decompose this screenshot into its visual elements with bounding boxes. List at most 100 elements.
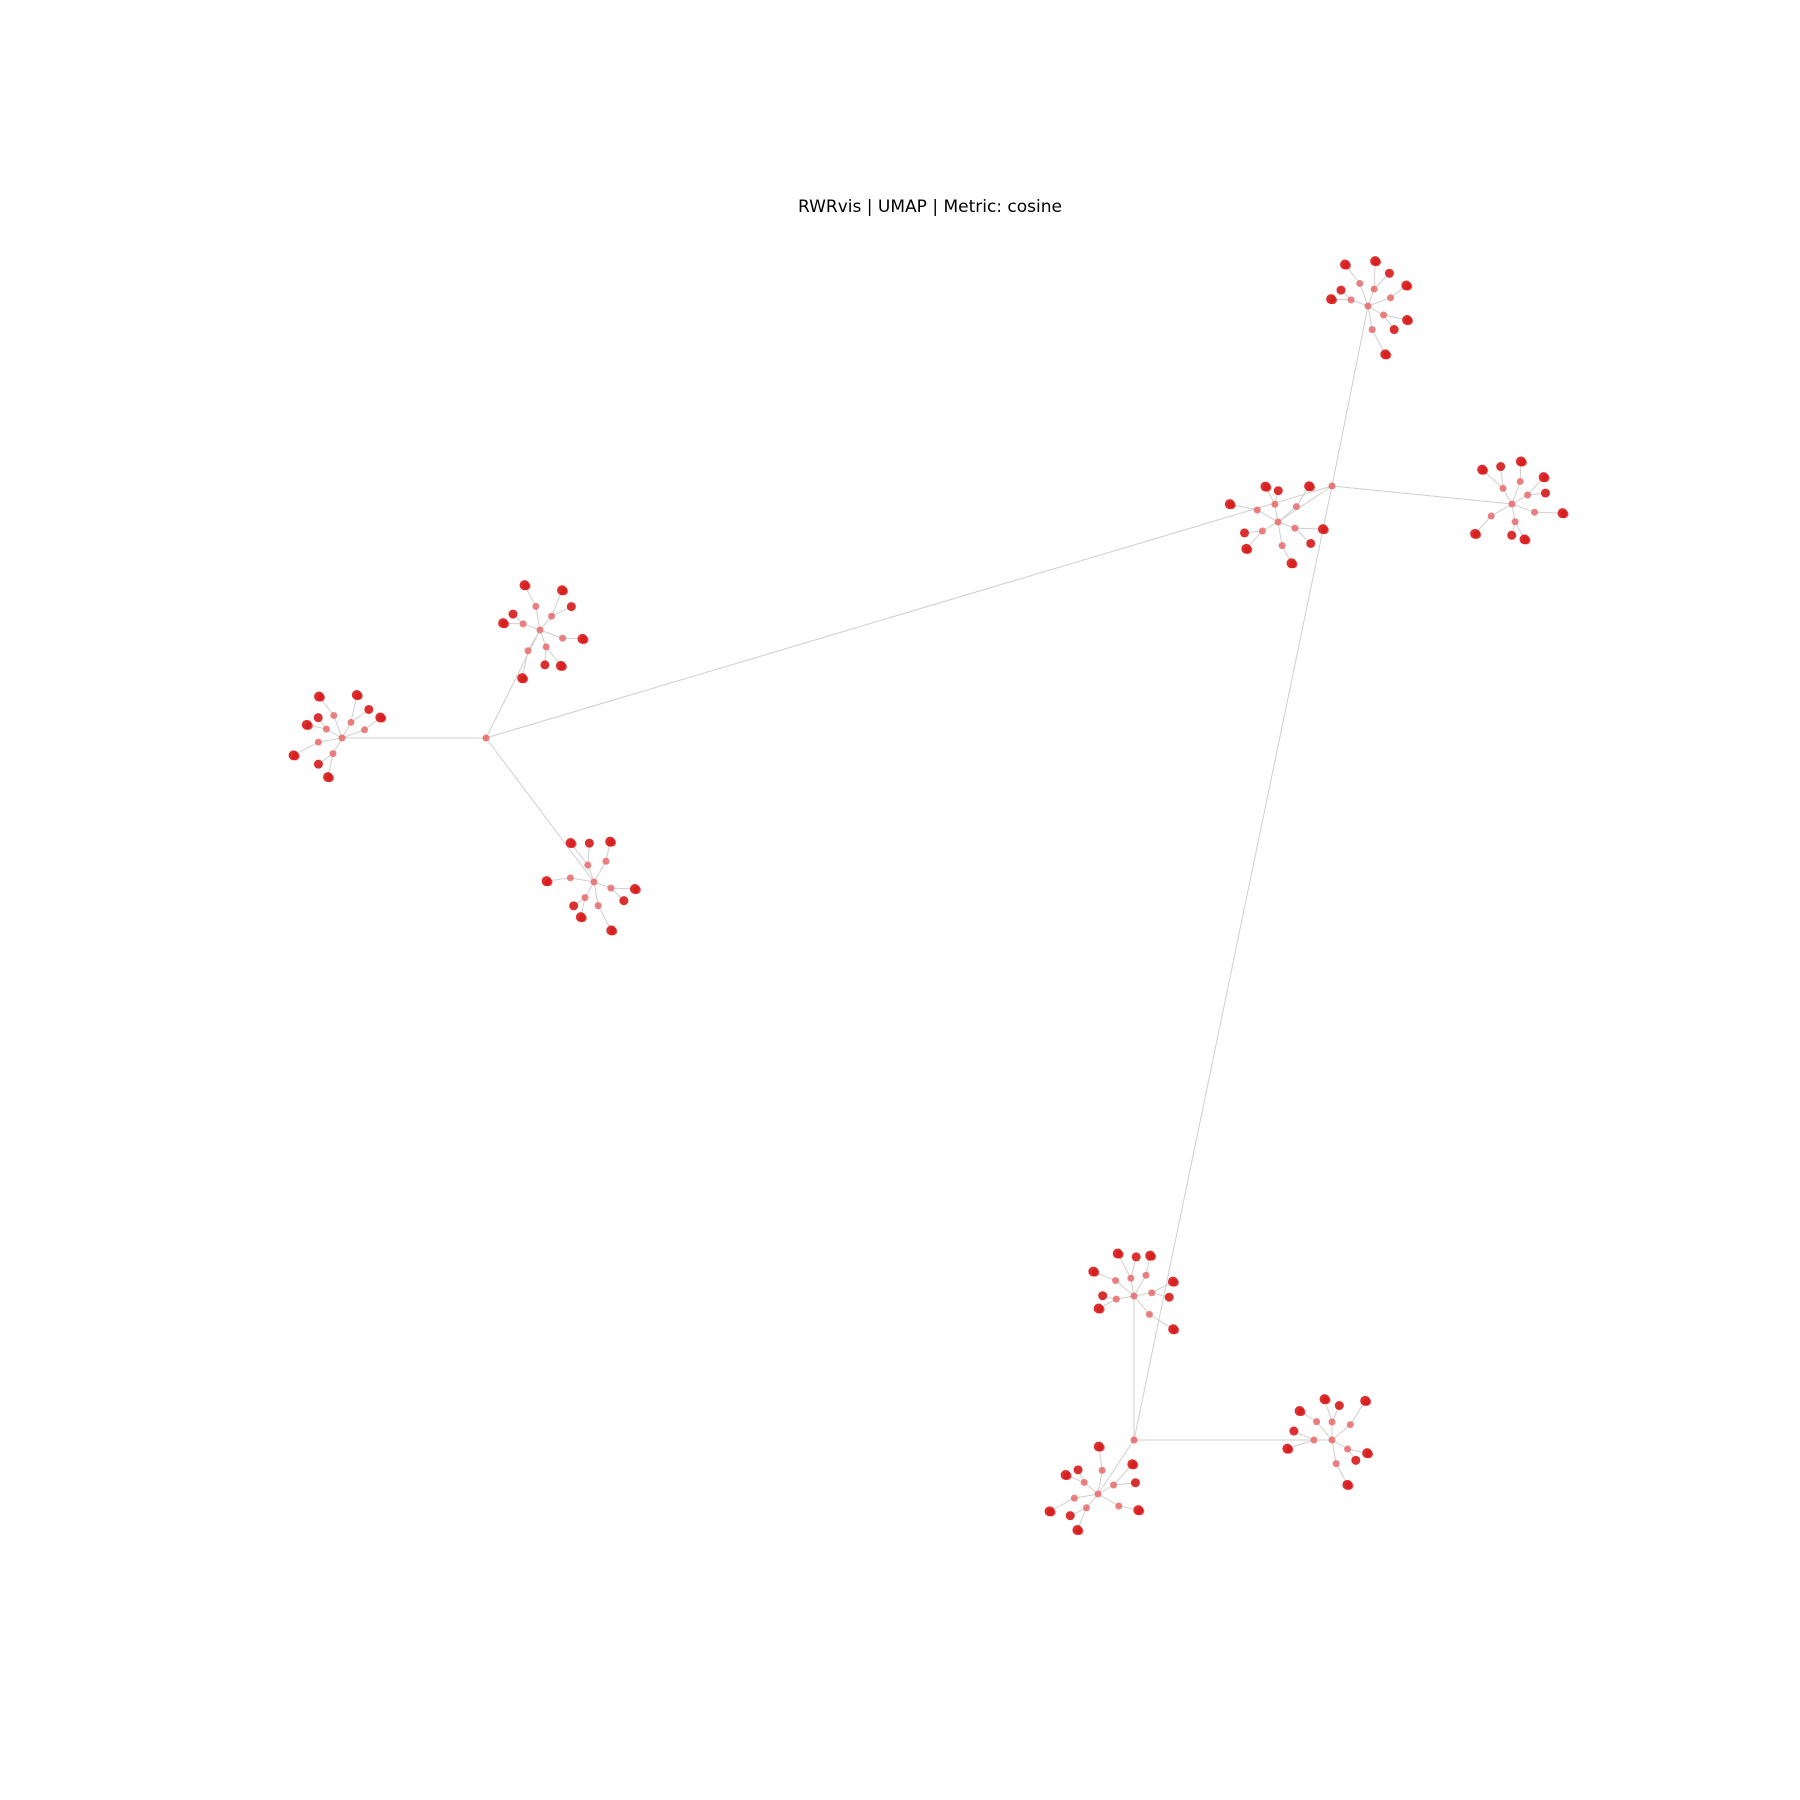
leaf-node bbox=[304, 721, 313, 730]
sub-hub-node bbox=[602, 857, 610, 865]
leaf-node bbox=[1273, 486, 1283, 496]
sub-hub-node bbox=[1499, 484, 1507, 492]
leaf-node bbox=[1297, 1408, 1306, 1417]
cluster-center-node bbox=[1364, 302, 1372, 310]
leaf-node bbox=[354, 692, 363, 701]
leaf-node bbox=[1285, 1445, 1294, 1454]
leaf-node bbox=[1164, 1292, 1174, 1302]
leaf-node bbox=[1096, 1443, 1105, 1452]
cluster-center-node bbox=[1094, 1490, 1102, 1498]
sub-hub-node bbox=[581, 894, 589, 902]
leaf-node bbox=[1518, 458, 1527, 467]
sub-hub-node bbox=[1387, 294, 1395, 302]
leaf-node bbox=[540, 660, 550, 670]
leaf-node bbox=[1480, 466, 1489, 475]
root-edge bbox=[485, 485, 1333, 739]
branch-edge bbox=[1074, 1493, 1099, 1499]
sub-hub-node bbox=[1524, 491, 1532, 499]
sub-hub-node bbox=[1328, 1418, 1336, 1426]
sub-hub-node bbox=[1344, 1445, 1352, 1453]
leaf-node bbox=[580, 635, 589, 644]
edges-layer bbox=[293, 261, 1563, 1531]
sub-hub-node bbox=[532, 602, 540, 610]
leaf-node bbox=[1136, 1507, 1145, 1516]
branch-edge bbox=[1133, 1295, 1150, 1315]
leaf-node bbox=[1307, 483, 1316, 492]
sub-hub-node bbox=[1313, 1418, 1321, 1426]
leaf-node bbox=[1130, 1461, 1139, 1470]
leaf-node bbox=[1365, 1450, 1374, 1459]
branch-edge bbox=[333, 715, 343, 739]
leaf-node bbox=[1363, 1397, 1372, 1406]
sub-hub-node bbox=[1142, 1271, 1150, 1279]
sub-hub-node bbox=[1332, 1460, 1340, 1468]
leaf-node bbox=[501, 620, 510, 629]
leaf-node bbox=[1289, 560, 1298, 569]
hub-edge bbox=[485, 629, 541, 739]
leaf-node bbox=[1171, 1326, 1180, 1335]
leaf-node bbox=[1507, 530, 1517, 540]
root-edge bbox=[1133, 485, 1333, 1441]
cluster-center-node bbox=[590, 878, 598, 886]
branch-edge bbox=[1256, 509, 1279, 523]
sub-hub-node bbox=[607, 884, 615, 892]
hub-edge bbox=[485, 737, 595, 883]
sub-hub-node bbox=[1258, 527, 1266, 535]
hub-edge bbox=[1331, 485, 1513, 505]
branch-edge bbox=[1367, 297, 1391, 307]
branch-edge bbox=[1277, 521, 1283, 546]
sub-hub-node bbox=[559, 634, 567, 642]
cluster-center-node bbox=[1130, 1292, 1138, 1300]
leaf-node bbox=[364, 704, 374, 714]
leaf-node bbox=[578, 914, 587, 923]
sub-hub-node bbox=[594, 902, 602, 910]
leaf-node bbox=[1540, 488, 1550, 498]
sub-hub-node bbox=[524, 647, 532, 655]
branch-edge bbox=[1367, 305, 1373, 330]
leaf-node bbox=[1389, 325, 1399, 335]
leaf-node bbox=[1244, 545, 1253, 554]
leaf-node bbox=[1289, 1426, 1299, 1436]
branch-edge bbox=[1490, 503, 1513, 517]
leaf-node bbox=[584, 838, 594, 848]
sub-hub-node bbox=[314, 738, 322, 746]
leaf-node bbox=[1351, 1455, 1361, 1465]
leaf-node bbox=[1073, 1465, 1083, 1475]
leaf-node bbox=[544, 878, 553, 887]
branch-edge bbox=[1511, 481, 1521, 505]
leaf-node bbox=[1345, 1481, 1354, 1490]
sub-hub-node bbox=[1148, 1289, 1156, 1297]
branch-edge bbox=[1097, 1493, 1120, 1507]
leaf-node bbox=[326, 774, 335, 783]
leaf-node bbox=[378, 714, 387, 723]
branch-edge bbox=[1277, 506, 1297, 523]
branch-edge bbox=[318, 737, 343, 743]
branch-edge bbox=[593, 881, 599, 906]
sub-hub-node bbox=[1115, 1502, 1123, 1510]
leaf-node bbox=[1063, 1471, 1072, 1480]
leaf-node bbox=[608, 838, 617, 847]
leaf-node bbox=[1334, 1401, 1344, 1411]
sub-hub-node bbox=[1347, 296, 1355, 304]
leaf-node bbox=[1336, 285, 1346, 295]
sub-hub-node bbox=[1253, 506, 1261, 514]
sub-hub-node bbox=[1098, 1466, 1106, 1474]
cluster-center-node bbox=[1274, 518, 1282, 526]
leaf-node bbox=[1263, 483, 1272, 492]
sub-hub-node bbox=[361, 726, 369, 734]
leaf-node bbox=[1047, 1508, 1056, 1517]
leaf-node bbox=[1320, 526, 1329, 535]
sub-hub-node bbox=[1070, 1494, 1078, 1502]
leaf-node bbox=[1541, 474, 1550, 483]
sub-hub-node bbox=[1310, 1436, 1318, 1444]
hub-edge bbox=[1097, 1439, 1135, 1495]
sub-hub-node bbox=[1487, 512, 1495, 520]
leaf-node bbox=[317, 693, 326, 702]
leaf-node bbox=[1115, 1250, 1124, 1259]
leaf-node bbox=[568, 840, 577, 849]
leaf-node bbox=[569, 901, 579, 911]
leaf-node bbox=[1065, 1511, 1075, 1521]
leaf-node bbox=[1322, 1396, 1331, 1405]
cluster-center-node bbox=[1508, 500, 1516, 508]
